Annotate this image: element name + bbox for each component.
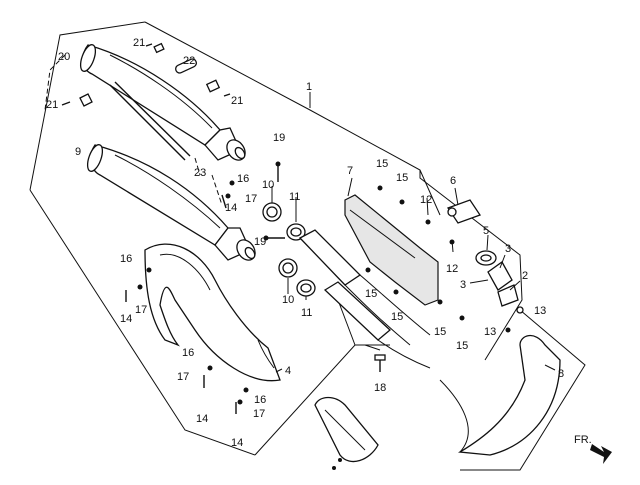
- joint-hardware: [447, 199, 524, 333]
- callout-15c: 15: [365, 288, 377, 300]
- callout-21c: 21: [231, 95, 243, 107]
- bolt-18: [374, 354, 386, 372]
- heat-shield: [144, 243, 281, 382]
- callout-3b: 3: [460, 279, 466, 291]
- callout-14a: 14: [225, 202, 237, 214]
- callout-2: 2: [522, 270, 528, 282]
- direction-label: FR.: [574, 434, 592, 446]
- callout-16b: 16: [120, 253, 132, 265]
- callout-15e: 15: [434, 326, 446, 338]
- muffler-upper: [79, 44, 246, 161]
- front-direction-indicator: FR.: [574, 434, 612, 464]
- dashed-leaders: [44, 54, 223, 206]
- muffler-lower: [86, 144, 256, 261]
- callout-19a: 19: [273, 132, 285, 144]
- callout-15f: 15: [456, 340, 468, 352]
- bolts-lower-left: [125, 267, 249, 414]
- callout-10b: 10: [282, 294, 294, 306]
- exhaust-pipes: [298, 229, 431, 369]
- callout-8: 8: [558, 368, 564, 380]
- callout-6: 6: [450, 175, 456, 187]
- callout-11b: 11: [301, 307, 312, 319]
- callout-5: 5: [483, 225, 489, 237]
- callout-17b: 17: [135, 304, 147, 316]
- callout-14c: 14: [196, 413, 208, 425]
- direction-arrow-icon: [590, 444, 612, 464]
- callout-23: 23: [194, 167, 206, 179]
- callout-17d: 17: [253, 408, 265, 420]
- callout-7: 7: [347, 165, 353, 177]
- exhaust-pipe-right: [439, 334, 561, 456]
- callout-16d: 16: [254, 394, 266, 406]
- callout-14b: 14: [120, 313, 132, 325]
- callout-9: 9: [75, 146, 81, 158]
- callout-numbers: 1 2 3 3 4 5 6 7 8 9 10 10 11 11 12 12 13…: [46, 37, 564, 449]
- callout-16c: 16: [182, 347, 194, 359]
- leader-lines: [271, 92, 556, 373]
- stand-bracket: [314, 396, 379, 470]
- callout-21b: 21: [46, 99, 58, 111]
- callout-18: 18: [374, 382, 386, 394]
- callout-15a: 15: [376, 158, 388, 170]
- callout-17a: 17: [245, 193, 257, 205]
- callout-13a: 13: [534, 305, 546, 317]
- callout-15b: 15: [396, 172, 408, 184]
- clamps-and-gaskets: [221, 161, 316, 297]
- muffler-bracket: [344, 185, 465, 321]
- callout-20: 20: [58, 51, 70, 63]
- callout-13b: 13: [484, 326, 496, 338]
- muffler-hardware: [61, 42, 231, 107]
- callout-14d: 14: [231, 437, 243, 449]
- callout-17c: 17: [177, 371, 189, 383]
- callout-4: 4: [285, 365, 291, 377]
- callout-19b: 19: [254, 236, 266, 248]
- callout-3a: 3: [505, 243, 511, 255]
- callout-15d: 15: [391, 311, 403, 323]
- callout-1: 1: [306, 81, 312, 93]
- callout-16a: 16: [237, 173, 249, 185]
- diagram-boundary: [29, 21, 586, 471]
- callout-11a: 11: [289, 191, 300, 203]
- callout-12b: 12: [446, 263, 458, 275]
- callout-21a: 21: [133, 37, 145, 49]
- callout-10a: 10: [262, 179, 274, 191]
- callout-22: 22: [183, 55, 195, 67]
- callout-12a: 12: [420, 194, 432, 206]
